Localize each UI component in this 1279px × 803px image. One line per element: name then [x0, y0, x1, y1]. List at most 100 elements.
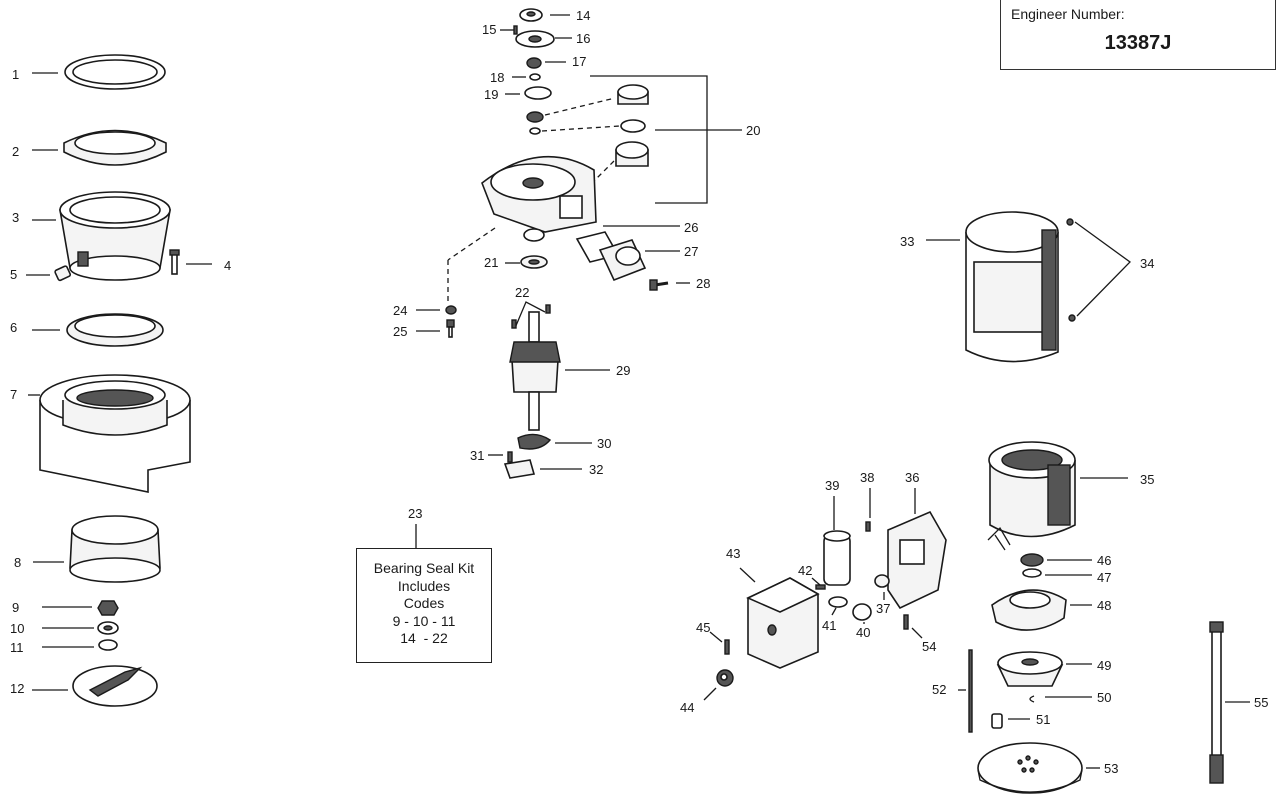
kit-line-4: 9 - 10 - 11: [392, 612, 456, 629]
part-35-stator: [987, 441, 1128, 551]
part-10-washer: [42, 621, 119, 635]
kit-line-5: 14 - 22: [400, 630, 448, 646]
callout-20: 20: [746, 123, 760, 138]
callout-2: 2: [12, 144, 19, 159]
part-4-screw: [169, 249, 212, 275]
part-44-nut: [703, 669, 734, 701]
callout-14: 14: [576, 8, 590, 23]
callout-48: 48: [1097, 598, 1111, 613]
part-20-bearing-set: [526, 75, 742, 204]
part-55-wrench: [1209, 621, 1250, 784]
callout-22: 22: [515, 285, 529, 300]
kit-code-label: 23: [408, 506, 423, 521]
part-54-screw: [903, 614, 923, 639]
part-19-washer: [505, 86, 552, 100]
callout-41: 41: [822, 618, 836, 633]
callout-29: 29: [616, 363, 630, 378]
part-16-seal-plate: [515, 30, 572, 48]
part-25-screw: [416, 319, 455, 338]
part-38-screw: [865, 488, 871, 532]
callout-51: 51: [1036, 712, 1050, 727]
part-34-fasteners: [1066, 218, 1131, 322]
callout-38: 38: [860, 470, 874, 485]
part-45-screw: [709, 631, 730, 655]
part-42-screw: [811, 577, 826, 590]
part-49-fan: [996, 651, 1092, 687]
callout-10: 10: [10, 621, 24, 636]
part-17-seal: [526, 57, 566, 69]
part-1-mounting-ring: [32, 54, 166, 90]
kit-line-2: Includes: [397, 577, 451, 594]
part-3-hopper: [32, 191, 171, 281]
part-14-cap: [519, 8, 570, 22]
part-18-ring: [512, 73, 541, 81]
callout-50: 50: [1097, 690, 1111, 705]
part-15-screw: [500, 25, 518, 35]
callout-53: 53: [1104, 761, 1118, 776]
part-6-sink-flange-ring: [32, 313, 164, 347]
part-28-bolt: [649, 279, 690, 291]
callout-39: 39: [825, 478, 839, 493]
part-39-capacitor: [823, 496, 851, 586]
part-12-turntable: [32, 665, 158, 707]
callout-52: 52: [932, 682, 946, 697]
part-48-lower-end-bell: [991, 589, 1092, 631]
part-29-rotor: [509, 311, 610, 431]
callout-28: 28: [696, 276, 710, 291]
kit-line-3: Codes: [403, 595, 445, 611]
part-32-switch-plate: [503, 459, 582, 479]
callout-17: 17: [572, 54, 586, 69]
part-41-grommet: [828, 596, 848, 616]
callout-27: 27: [684, 244, 698, 259]
part-53-bottom-plate: [977, 742, 1100, 794]
callout-15: 15: [482, 22, 496, 37]
part-37-bushing: [874, 574, 890, 600]
callout-5: 5: [10, 267, 17, 282]
callout-42: 42: [798, 563, 812, 578]
part-31-screw: [488, 451, 513, 463]
callout-35: 35: [1140, 472, 1154, 487]
part-33-insulation-shroud: [926, 211, 1059, 363]
part-7-housing: [28, 374, 191, 493]
callout-47: 47: [1097, 570, 1111, 585]
callout-18: 18: [490, 70, 504, 85]
callout-31: 31: [470, 448, 484, 463]
callout-43: 43: [726, 546, 740, 561]
callout-labels: 1 2 3 4 5 6 7 8 9 10 11 12 14 15 16 17 1…: [10, 8, 1268, 776]
callout-3: 3: [12, 210, 19, 225]
callout-26: 26: [684, 220, 698, 235]
callout-16: 16: [576, 31, 590, 46]
part-2-gasket-ring: [32, 129, 167, 166]
part-11-washer: [42, 639, 118, 651]
callout-6: 6: [10, 320, 17, 335]
callout-32: 32: [589, 462, 603, 477]
part-51-spacer: [991, 713, 1030, 729]
callout-55: 55: [1254, 695, 1268, 710]
bearing-seal-kit-box: Bearing Seal Kit Includes Codes 9 - 10 -…: [356, 548, 492, 663]
callout-21: 21: [484, 255, 498, 270]
part-40-bushing: [852, 603, 872, 624]
part-27-discharge-elbow: [598, 239, 680, 282]
callout-54: 54: [922, 639, 936, 654]
callout-37: 37: [876, 601, 890, 616]
callout-44: 44: [680, 700, 694, 715]
part-47-washer: [1022, 568, 1092, 578]
callout-1: 1: [12, 67, 19, 82]
motor-end-housing: [447, 155, 597, 305]
callout-19: 19: [484, 87, 498, 102]
part-9-nut: [42, 600, 119, 616]
part-36-bracket: [887, 488, 947, 610]
callout-40: 40: [856, 625, 870, 640]
callout-24: 24: [393, 303, 407, 318]
part-30-impeller: [517, 433, 592, 450]
engineer-number-value: 13387J: [1104, 32, 1172, 54]
callout-8: 8: [14, 555, 21, 570]
callout-45: 45: [696, 620, 710, 635]
kit-line-1: Bearing Seal Kit: [373, 560, 475, 576]
callout-25: 25: [393, 324, 407, 339]
engineer-number-label: Engineer Number:: [1011, 6, 1125, 22]
callout-4: 4: [224, 258, 231, 273]
callout-36: 36: [905, 470, 919, 485]
part-8-shredder-ring: [33, 515, 161, 583]
